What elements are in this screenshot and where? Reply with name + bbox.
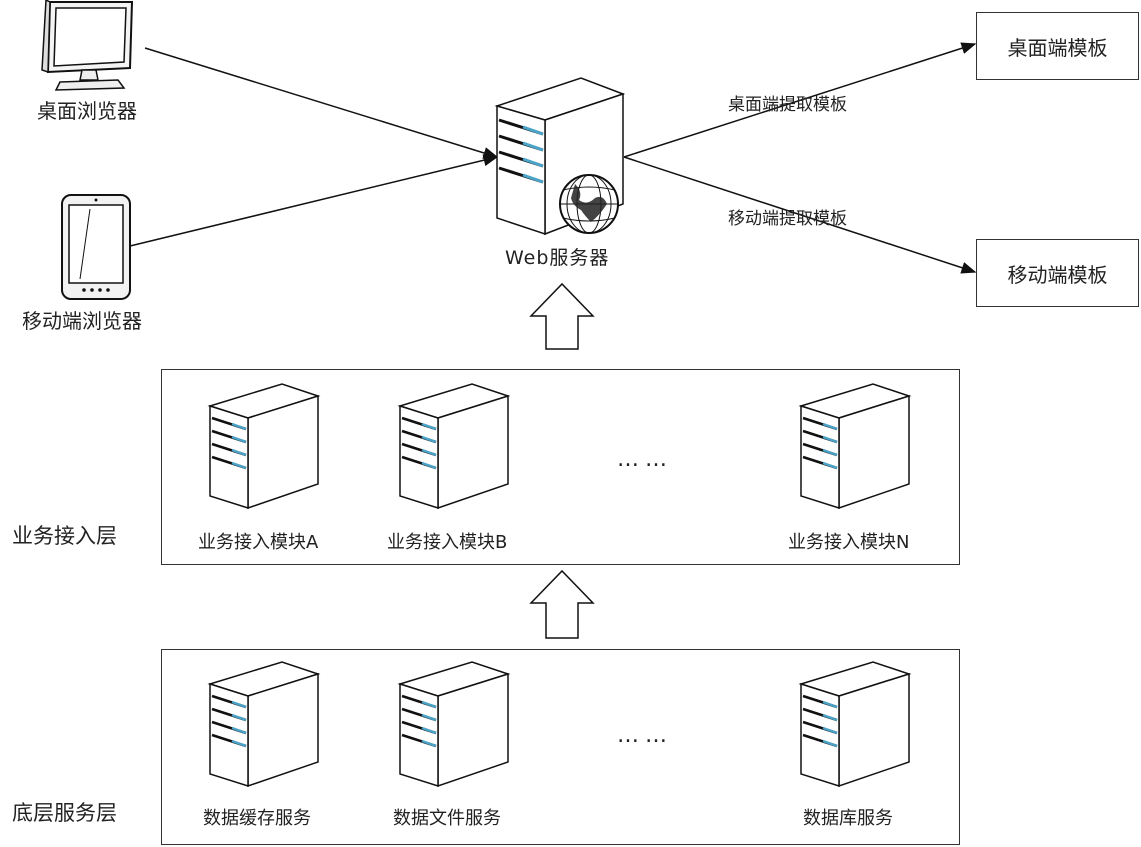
mobile-browser-label: 移动端浏览器 xyxy=(22,309,142,333)
mobile-device-icon xyxy=(61,194,131,300)
database-service-label: 数据库服务 xyxy=(803,808,893,829)
access-layer-box xyxy=(161,369,960,565)
desktop-monitor-icon xyxy=(41,0,134,91)
mobile-template-box: 移动端模板 xyxy=(976,239,1139,307)
desktop-browser-label: 桌面浏览器 xyxy=(37,99,137,123)
desktop-extract-template-label: 桌面端提取模板 xyxy=(728,95,847,115)
mobile-to-server-line xyxy=(129,154,499,247)
access-layer-label: 业务接入层 xyxy=(12,524,117,548)
up-arrow-to-web-server xyxy=(529,282,595,350)
desktop-template-box: 桌面端模板 xyxy=(976,12,1139,80)
web-server-label: Web服务器 xyxy=(505,247,610,269)
desktop-to-server-line xyxy=(144,47,499,159)
access-module-n-label: 业务接入模块N xyxy=(788,532,910,553)
service-layer-box xyxy=(161,649,960,845)
access-module-a-label: 业务接入模块A xyxy=(198,532,319,553)
server-to-mobile-template-line xyxy=(623,156,977,274)
file-service-label: 数据文件服务 xyxy=(393,808,501,829)
web-server-icon xyxy=(494,77,626,236)
server-to-desktop-template-line xyxy=(623,42,977,158)
service-layer-ellipsis: …… xyxy=(617,723,673,748)
mobile-extract-template-label: 移动端提取模板 xyxy=(728,209,847,229)
service-layer-label: 底层服务层 xyxy=(12,801,117,825)
access-module-b-label: 业务接入模块B xyxy=(387,532,508,553)
cache-service-label: 数据缓存服务 xyxy=(203,808,311,829)
up-arrow-to-access-layer xyxy=(529,569,595,639)
access-layer-ellipsis: …… xyxy=(617,447,673,472)
